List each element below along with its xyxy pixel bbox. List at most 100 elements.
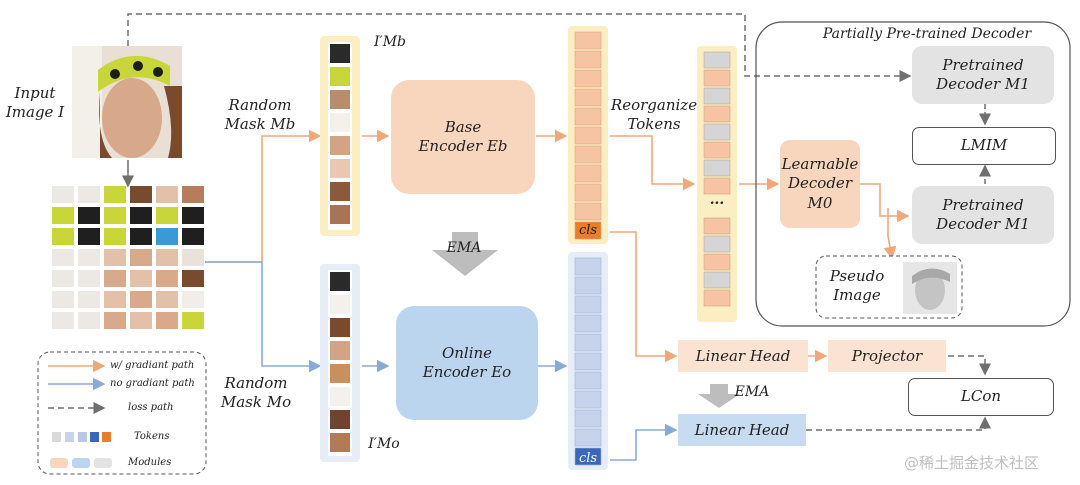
patch-tile xyxy=(130,291,152,308)
token-o xyxy=(574,371,602,390)
pretrained-decoder-top: Pretrained Decoder M1 xyxy=(912,46,1054,104)
masked-patch-o xyxy=(330,341,350,360)
masked-patch-b xyxy=(330,182,350,201)
token-reorganized xyxy=(703,253,731,271)
patch-tile xyxy=(78,207,100,224)
patch-tile xyxy=(182,270,204,287)
token-reorganized xyxy=(703,141,731,159)
linear-head-bottom: Linear Head xyxy=(678,414,806,446)
cls-path-to-linear-head-bottom xyxy=(610,423,678,461)
token-b xyxy=(574,31,602,50)
masked-strip-b xyxy=(320,36,360,236)
token-reorganized xyxy=(703,271,731,289)
patch-tile xyxy=(156,186,178,203)
patch-tile xyxy=(104,312,126,329)
token-reorganized xyxy=(703,235,731,253)
token-reorganized xyxy=(703,87,731,105)
patch-tile xyxy=(156,207,178,224)
masked-patch-o xyxy=(330,364,350,383)
token-o xyxy=(574,352,602,371)
online-encoder: Online Encoder Eo xyxy=(396,306,538,420)
token-o xyxy=(574,295,602,314)
token-reorganized xyxy=(703,217,731,235)
grad-path-to-mask-b xyxy=(205,129,322,263)
loss-con: LCon xyxy=(908,378,1054,416)
patch-tile xyxy=(52,249,74,266)
token-o xyxy=(574,257,602,276)
patch-tile xyxy=(182,291,204,308)
input-image-label: Input Image I xyxy=(5,84,65,121)
patch-tile xyxy=(78,186,100,203)
patch-tile xyxy=(52,291,74,308)
token-column-reorganized xyxy=(697,46,737,322)
token-reorganized xyxy=(703,51,731,69)
masked-patch-b xyxy=(330,44,350,63)
token-b xyxy=(574,69,602,88)
cls-token-b: cls xyxy=(578,223,598,238)
learnable-decoder: Learnable Decoder M0 xyxy=(780,140,860,228)
token-o xyxy=(574,333,602,352)
patch-tile xyxy=(130,186,152,203)
patch-tile xyxy=(130,228,152,245)
pseudo-image-label: Pseudo Image xyxy=(829,267,885,304)
token-b xyxy=(574,202,602,221)
masked-patch-o xyxy=(330,272,350,291)
patch-tile xyxy=(104,291,126,308)
masked-patch-b xyxy=(330,67,350,86)
ema-down-arrow-right xyxy=(698,384,740,408)
patch-tile xyxy=(130,312,152,329)
patch-tile xyxy=(104,207,126,224)
patch-tile xyxy=(104,228,126,245)
token-b xyxy=(574,50,602,69)
masked-patch-o xyxy=(330,295,350,314)
patch-tile xyxy=(182,207,204,224)
legend-module-swatches xyxy=(50,458,112,468)
linear-head-top: Linear Head xyxy=(678,340,808,372)
ema-down-arrow-mid xyxy=(432,232,498,276)
patch-tile xyxy=(78,228,100,245)
masked-patch-o xyxy=(330,318,350,337)
token-b xyxy=(574,107,602,126)
cls-path-to-linear-head xyxy=(610,231,678,363)
masked-image-b-label: I′Mb xyxy=(373,34,406,50)
token-reorganized xyxy=(703,289,731,307)
loss-mim: LMIM xyxy=(912,127,1056,165)
masked-patch-o xyxy=(330,387,350,406)
patch-tile xyxy=(130,249,152,266)
token-o xyxy=(574,447,602,466)
legend-loss-label: loss path xyxy=(128,402,174,413)
token-reorganized xyxy=(703,123,731,141)
patch-tile xyxy=(156,228,178,245)
patch-tile xyxy=(182,312,204,329)
base-encoder: Base Encoder Eb xyxy=(391,80,535,194)
token-reorganized xyxy=(703,177,731,195)
patch-tile xyxy=(156,312,178,329)
token-b xyxy=(574,221,602,240)
patch-tile xyxy=(104,270,126,287)
patch-tile xyxy=(78,291,100,308)
patch-grid xyxy=(52,186,204,329)
token-reorganized xyxy=(703,159,731,177)
pseudo-image-thumbnail xyxy=(903,262,957,314)
token-b xyxy=(574,145,602,164)
legend-tokens-label: Tokens xyxy=(134,431,170,442)
token-reorganized xyxy=(703,69,731,87)
masked-patch-b xyxy=(330,113,350,132)
token-column-o xyxy=(568,252,608,470)
input-image xyxy=(72,46,182,158)
token-o xyxy=(574,409,602,428)
masked-strip-o xyxy=(320,264,360,462)
legend-box xyxy=(37,351,207,475)
patch-tile xyxy=(156,270,178,287)
token-o xyxy=(574,390,602,409)
legend-token-swatches xyxy=(52,432,111,442)
patch-tile xyxy=(78,312,100,329)
patch-tile xyxy=(104,186,126,203)
cls-token-o: cls xyxy=(578,451,598,466)
random-mask-o-label: Random Mask Mo xyxy=(220,374,292,411)
watermark: @稀土掘金技术社区 xyxy=(904,454,1040,472)
patch-tile xyxy=(52,228,74,245)
patch-tile xyxy=(104,249,126,266)
token-b xyxy=(574,183,602,202)
